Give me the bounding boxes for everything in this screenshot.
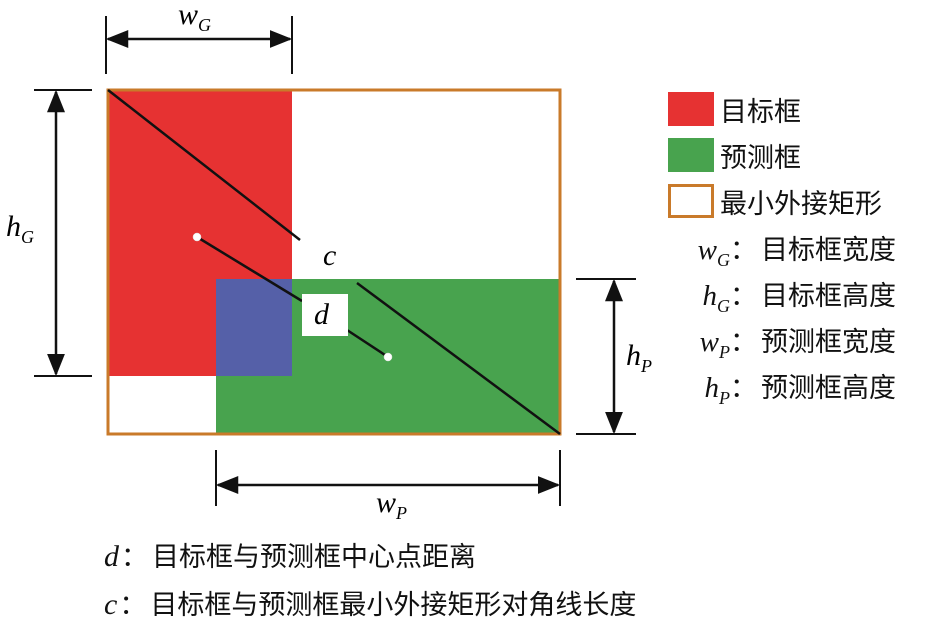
note-symbol: c (104, 588, 118, 621)
definition-wg: wG ： 目标框宽度 (668, 228, 926, 274)
hp-label: hP (626, 339, 652, 376)
c-label: c (323, 239, 336, 272)
hg-label: hG (6, 210, 34, 247)
enclosing-rectangle (106, 88, 562, 436)
legend-item-predicted: 预测框 (668, 136, 926, 174)
note-symbol: d (104, 540, 119, 573)
definition-colon: ： (730, 373, 757, 404)
d-label: d (314, 298, 330, 331)
note-colon: ： (119, 590, 147, 621)
legend-label-predicted: 预测框 (720, 142, 801, 174)
wp-label: wP (376, 486, 407, 523)
note-d: d ： 目标框与预测框中心点距离 (104, 535, 904, 583)
distance-d-line-lower (346, 328, 389, 359)
d-label-background (302, 294, 348, 336)
definition-hp: hP ： 预测框高度 (668, 366, 926, 412)
definition-colon: ： (730, 235, 757, 266)
wg-label: wG (178, 0, 211, 35)
note-colon: ： (121, 542, 148, 573)
legend-item-enclosing: 最小外接矩形 (668, 182, 926, 220)
distance-d-line-upper (196, 235, 303, 303)
target-swatch (668, 92, 714, 126)
definition-symbol: wG (697, 234, 730, 270)
diagonal-c-line-lower (356, 281, 561, 436)
note-c: c ： 目标框与预测框最小外接矩形对角线长度 (104, 583, 904, 631)
definition-text: 预测框宽度 (761, 327, 896, 358)
definition-text: 预测框高度 (761, 373, 896, 404)
definition-text: 目标框高度 (761, 281, 896, 312)
legend-label-enclosing: 最小外接矩形 (720, 188, 882, 220)
definition-wp: wP ： 预测框宽度 (668, 320, 926, 366)
definition-symbol: hP (704, 372, 731, 408)
definition-hg: hG ： 目标框高度 (668, 274, 926, 320)
legend-label-target: 目标框 (720, 96, 801, 128)
predicted-center-point (383, 352, 393, 362)
legend: 目标框 预测框 最小外接矩形 wG ： 目标框宽度 hG ： 目标框高度 wP … (668, 90, 926, 412)
definition-symbol: hG (702, 280, 731, 316)
target-center-point (192, 232, 202, 242)
predicted-swatch (668, 138, 714, 172)
diagonal-c-line-upper (107, 89, 301, 241)
definition-colon: ： (730, 281, 757, 312)
legend-item-target: 目标框 (668, 90, 926, 128)
definition-text: 目标框宽度 (761, 235, 896, 266)
note-text: 目标框与预测框最小外接矩形对角线长度 (150, 590, 637, 621)
definition-colon: ： (730, 327, 757, 358)
overlap-region (216, 279, 292, 376)
notes: d ： 目标框与预测框中心点距离 c ： 目标框与预测框最小外接矩形对角线长度 (104, 535, 904, 631)
enclosing-swatch (668, 184, 714, 218)
note-text: 目标框与预测框中心点距离 (152, 542, 476, 573)
definition-symbol: wP (699, 326, 730, 362)
